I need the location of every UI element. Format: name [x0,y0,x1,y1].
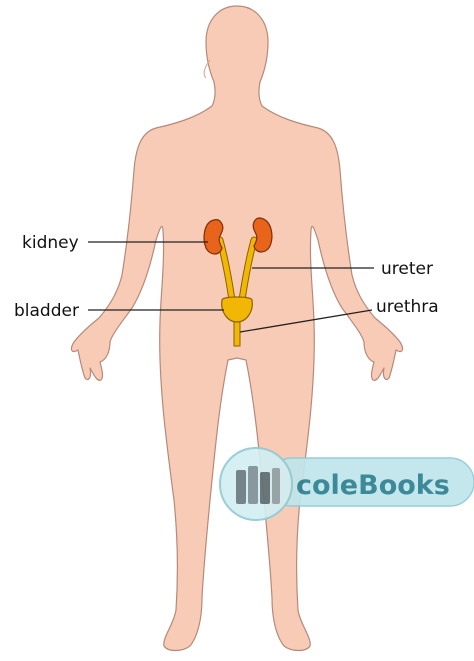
bladder-label: bladder [14,301,79,321]
books-icon [236,466,280,504]
left-kidney [204,220,223,254]
kidney-label: kidney [22,233,79,253]
right-kidney [253,218,272,252]
watermark-text: coleBooks [296,470,450,501]
watermark: coleBooks [220,448,474,520]
urethra-label: urethra [376,297,439,317]
ureter-label: ureter [381,259,433,279]
